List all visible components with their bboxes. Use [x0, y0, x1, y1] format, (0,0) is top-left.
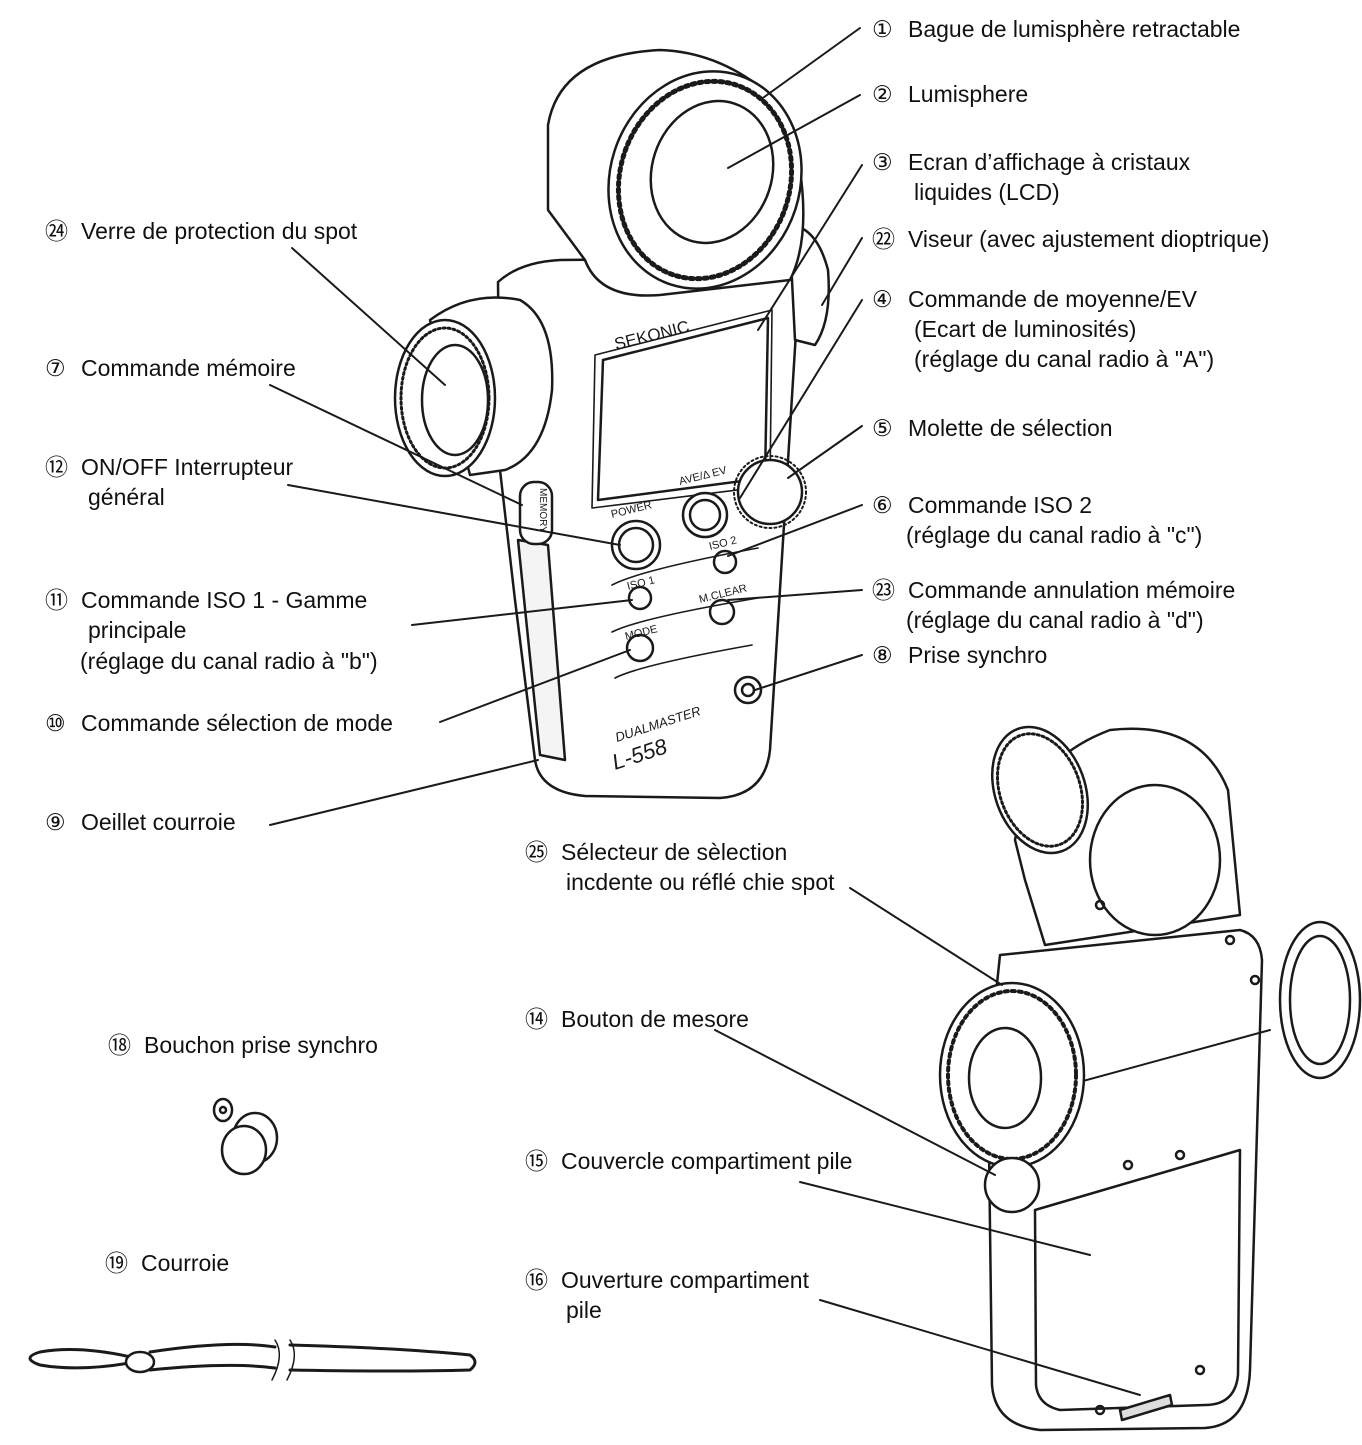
label-text: Sélecteur de sèlection — [561, 839, 788, 865]
label-text: Commande ISO 2 — [908, 492, 1093, 518]
label-22: ㉒ Viseur (avec ajustement dioptrique) — [872, 224, 1269, 254]
label-4-line-2: (Ecart de luminosités) — [914, 316, 1137, 342]
label-text: ON/OFF Interrupteur — [81, 454, 294, 480]
label-7: ⑦ Commande mémoire — [45, 353, 296, 383]
label-4-line-3: (réglage du canal radio à "A") — [914, 346, 1215, 372]
callout-number: ⑪ — [45, 587, 68, 613]
lumisphere-dome — [649, 99, 775, 245]
mode-button — [625, 633, 655, 663]
sync-socket — [733, 675, 763, 705]
label-18: ⑱ Bouchon prise synchro — [108, 1030, 378, 1060]
spot-protective-glass — [420, 343, 490, 457]
label-text: Lumisphere — [908, 81, 1029, 107]
callout-number: ② — [872, 81, 893, 107]
callout-number: ④ — [872, 286, 893, 312]
label-text: Oeillet courroie — [81, 809, 236, 835]
callout-number: ⑦ — [45, 355, 66, 381]
front-meter: SEKONIC POWER AVE/Δ EV ISO 2 ISO 1 M.CLE… — [393, 48, 830, 800]
label-text: Prise synchro — [908, 642, 1048, 668]
label-15: ⑮ Couvercle compartiment pile — [525, 1146, 852, 1176]
callout-number: ⑥ — [872, 492, 893, 518]
label-12-line-2: général — [88, 484, 165, 510]
label-11-line-2: principale — [88, 617, 187, 643]
rear-battery-cover — [1033, 1148, 1242, 1412]
iso2-button — [712, 549, 738, 575]
label-12: ⑫ ON/OFF Interrupteur — [45, 452, 293, 482]
label-text: Viseur (avec ajustement dioptrique) — [908, 226, 1270, 252]
callout-number: ③ — [872, 149, 893, 175]
label-text: Bague de lumisphère retractable — [908, 16, 1241, 42]
label-text: Commande ISO 1 - Gamme — [81, 587, 368, 613]
callout-number: ㉓ — [872, 577, 895, 603]
label-2: ② Lumisphere — [872, 79, 1028, 109]
callout-number: ⑨ — [45, 809, 66, 835]
callout-number: ⑯ — [525, 1267, 548, 1293]
label-3-line-2: liquides (LCD) — [914, 179, 1060, 205]
select-dial — [736, 458, 804, 526]
strap — [28, 1339, 477, 1381]
callout-number: ⑲ — [105, 1250, 128, 1276]
label-text: Ouverture compartiment — [561, 1267, 809, 1293]
callout-number: ㉔ — [45, 218, 68, 244]
label-text: Bouton de mesore — [561, 1006, 749, 1032]
callout-number: ① — [872, 16, 893, 42]
callout-number: ⑭ — [525, 1006, 548, 1032]
label-text: Bouchon prise synchro — [144, 1032, 378, 1058]
label-text: Commande annulation mémoire — [908, 577, 1236, 603]
label-8: ⑧ Prise synchro — [872, 640, 1047, 670]
label-11: ⑪ Commande ISO 1 - Gamme — [45, 585, 367, 615]
label-5: ⑤ Molette de sélection — [872, 413, 1113, 443]
label-3: ③ Ecran d’affichage à cristaux — [872, 147, 1190, 177]
label-10: ⑩ Commande sélection de mode — [45, 708, 393, 738]
callout-number: ⑩ — [45, 710, 66, 736]
label-25-line-2: incdente ou réflé chie spot — [566, 869, 835, 895]
sync-cap — [212, 1097, 279, 1176]
label-16: ⑯ Ouverture compartiment — [525, 1265, 809, 1295]
callout-number: ⑱ — [108, 1032, 131, 1058]
label-4: ④ Commande de moyenne/EV — [872, 284, 1197, 314]
label-text: Verre de protection du spot — [81, 218, 358, 244]
rear-slot — [1118, 1393, 1174, 1422]
label-25: ㉕ Sélecteur de sèlection — [525, 837, 787, 867]
callout-number: ⑤ — [872, 415, 893, 441]
label-6-line-2: (réglage du canal radio à "c") — [906, 522, 1203, 548]
rear-measure-button — [983, 1156, 1041, 1214]
callout-number: ⑮ — [525, 1148, 548, 1174]
rear-meter — [938, 725, 1362, 1432]
label-text: Commande de moyenne/EV — [908, 286, 1197, 312]
label-19: ⑲ Courroie — [105, 1248, 229, 1278]
callout-number: ㉕ — [525, 839, 548, 865]
label-14: ⑭ Bouton de mesore — [525, 1004, 749, 1034]
label-text: Molette de sélection — [908, 415, 1113, 441]
label-text: Commande sélection de mode — [81, 710, 393, 736]
callout-number: ⑧ — [872, 642, 893, 668]
label-23-line-2: (réglage du canal radio à "d") — [906, 607, 1204, 633]
rear-dome — [1088, 783, 1222, 937]
label-24: ㉔ Verre de protection du spot — [45, 216, 357, 246]
label-text: Couvercle compartiment pile — [561, 1148, 853, 1174]
memory-side-label: MEMORY — [537, 488, 548, 533]
leader-lines — [269, 27, 1141, 1396]
iso1-button — [627, 585, 653, 611]
callout-number: ㉒ — [872, 226, 895, 252]
label-1: ① Bague de lumisphère retractable — [872, 14, 1240, 44]
label-6: ⑥ Commande ISO 2 — [872, 490, 1092, 520]
label-text: Commande mémoire — [81, 355, 296, 381]
rear-eyepiece — [1278, 920, 1362, 1080]
label-text: Ecran d’affichage à cristaux — [908, 149, 1191, 175]
label-11-line-3: (réglage du canal radio à "b") — [80, 648, 378, 674]
label-23: ㉓ Commande annulation mémoire — [872, 575, 1235, 605]
callout-number: ⑫ — [45, 454, 68, 480]
label-16-line-2: pile — [566, 1297, 602, 1323]
label-text: Courroie — [141, 1250, 230, 1276]
label-9: ⑨ Oeillet courroie — [45, 807, 236, 837]
